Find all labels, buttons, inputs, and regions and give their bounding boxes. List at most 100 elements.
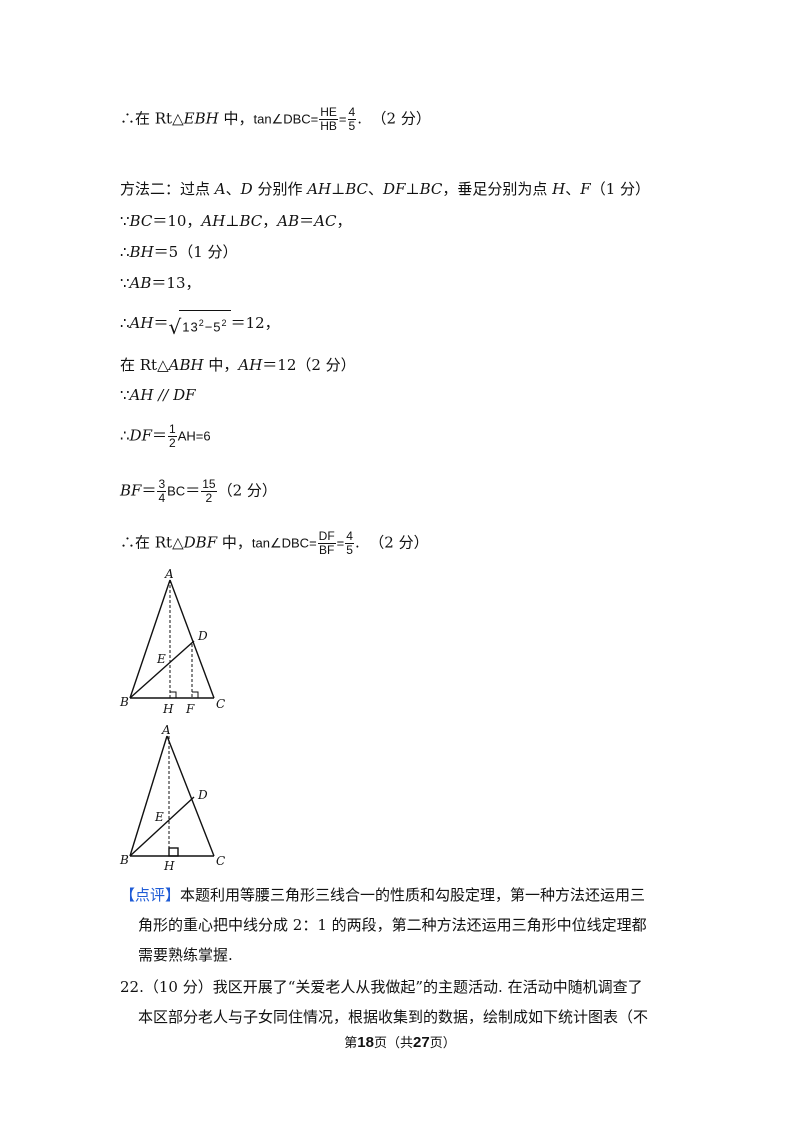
therefore: ∴	[120, 314, 130, 333]
triangle-figure-1: A B C D E H F	[119, 567, 225, 716]
text: 页）	[429, 1036, 456, 1051]
text: ⊥	[405, 180, 420, 198]
point-d: D	[240, 180, 253, 198]
point-a: A	[214, 180, 226, 198]
tan-expression: tan∠DBC=	[253, 111, 319, 127]
radicand: 132−52	[179, 310, 231, 338]
right-angle-h-icon	[168, 847, 179, 857]
line-ah-sqrt: ∴AH＝√132−52＝12，	[120, 310, 280, 338]
base: −5	[204, 319, 222, 335]
label-h: H	[162, 702, 174, 716]
segment-ah: AH	[307, 180, 332, 198]
segment-ah: AH	[238, 356, 263, 374]
tan-expression: tan∠DBC=	[251, 535, 317, 551]
segment-bc: BC	[129, 212, 153, 230]
score: （1 分）	[590, 180, 650, 198]
text: ＝12（2 分）	[262, 356, 356, 374]
numerator: 4	[347, 105, 357, 120]
segment-bc: BC	[345, 180, 369, 198]
page-footer: 第18页（共27页）	[0, 1032, 800, 1051]
score: （2 分）	[371, 109, 431, 128]
segment-ah: AH	[129, 314, 154, 333]
text: AH=6	[177, 428, 211, 444]
parallel-sign: //	[153, 386, 174, 404]
label-c: C	[216, 854, 225, 868]
total-pages: 27	[413, 1034, 430, 1051]
text: ，	[262, 212, 278, 230]
segment-ab: AB	[129, 274, 152, 292]
text: 在 Rt△	[120, 356, 169, 374]
score: （2 分）	[217, 481, 277, 500]
text: ＝	[299, 212, 315, 230]
label-h: H	[163, 859, 175, 872]
segment-ah: AH	[129, 386, 154, 404]
side-ac	[166, 735, 215, 857]
review-line: 角形的重心把中线分成 2：1 的两段，第二种方法还运用三角形中位线定理都	[138, 916, 647, 934]
numerator: 4	[345, 529, 354, 544]
denominator: BF	[318, 543, 335, 557]
text: ＝	[151, 426, 167, 445]
because: ∵	[120, 386, 130, 404]
segment-df: DF	[383, 180, 406, 198]
denominator: 2	[169, 436, 176, 450]
segment-bc: BC	[419, 180, 443, 198]
text: BC	[167, 483, 186, 499]
triangle-name: EBH	[183, 109, 219, 128]
denominator: 5	[348, 119, 356, 133]
question-22: 22.（10 分）我区开展了“关爱老人从我做起”的主题活动. 在活动中随机调查了…	[120, 972, 695, 1032]
numerator: DF	[317, 529, 336, 544]
label-a: A	[164, 567, 174, 581]
text: ＝	[185, 481, 201, 500]
line-parallel: ∵AH // DF	[120, 384, 196, 406]
question-line: 本区部分老人与子女同住情况，根据收集到的数据，绘制成如下统计图表（不	[138, 1008, 649, 1026]
text: ＝13，	[151, 274, 201, 292]
therefore: ∴	[120, 243, 130, 261]
segment-ac: AC	[314, 212, 337, 230]
review-line: 需要熟练掌握.	[138, 946, 233, 964]
square-root: √132−52	[168, 310, 231, 340]
right-angle-f-icon	[192, 691, 199, 698]
segment-ab: AB	[277, 212, 300, 230]
text: 中，	[203, 356, 239, 374]
segment-df: DF	[173, 386, 196, 404]
review-block: 【点评】本题利用等腰三角形三线合一的性质和勾股定理，第一种方法还运用三 角形的重…	[120, 880, 695, 970]
median-bd	[129, 796, 195, 857]
text: ＝	[141, 481, 157, 500]
numerator: 15	[201, 477, 217, 492]
radical-sign-icon: √	[168, 315, 182, 340]
text: 中，	[217, 533, 252, 552]
label-e: E	[154, 810, 164, 824]
equals: =	[338, 111, 347, 127]
review-line: 本题利用等腰三角形三线合一的性质和勾股定理，第一种方法还运用三	[180, 886, 646, 904]
numerator: 1	[168, 422, 177, 437]
text: 页（共	[373, 1036, 413, 1051]
denominator: HB	[320, 119, 337, 133]
base: 13	[182, 319, 199, 335]
side-ac	[169, 579, 215, 699]
score: （2 分）	[369, 533, 429, 552]
exponent: 2	[221, 318, 228, 328]
text: ⊥	[331, 180, 346, 198]
segment-bh: BH	[129, 243, 154, 261]
because: ∵	[120, 274, 130, 292]
label-c: C	[216, 697, 225, 711]
side-ab	[129, 735, 168, 857]
therefore: ∴	[120, 426, 130, 445]
denominator: 4	[158, 491, 166, 505]
text: 、	[368, 180, 384, 198]
segment-df: DF	[129, 426, 152, 445]
text: 、	[225, 180, 241, 198]
equals: =	[336, 535, 345, 551]
period: .	[357, 109, 362, 128]
review-tag: 【点评】	[120, 886, 181, 904]
point-f: F	[580, 180, 591, 198]
numerator: 3	[157, 477, 167, 492]
side-ab	[129, 579, 171, 699]
line-rt-abh: 在 Rt△ABH 中，AH＝12（2 分）	[120, 354, 356, 376]
line-bc: ∵BC＝10，AH⊥BC，AB＝AC，	[120, 210, 351, 232]
numerator: HE	[319, 105, 338, 120]
